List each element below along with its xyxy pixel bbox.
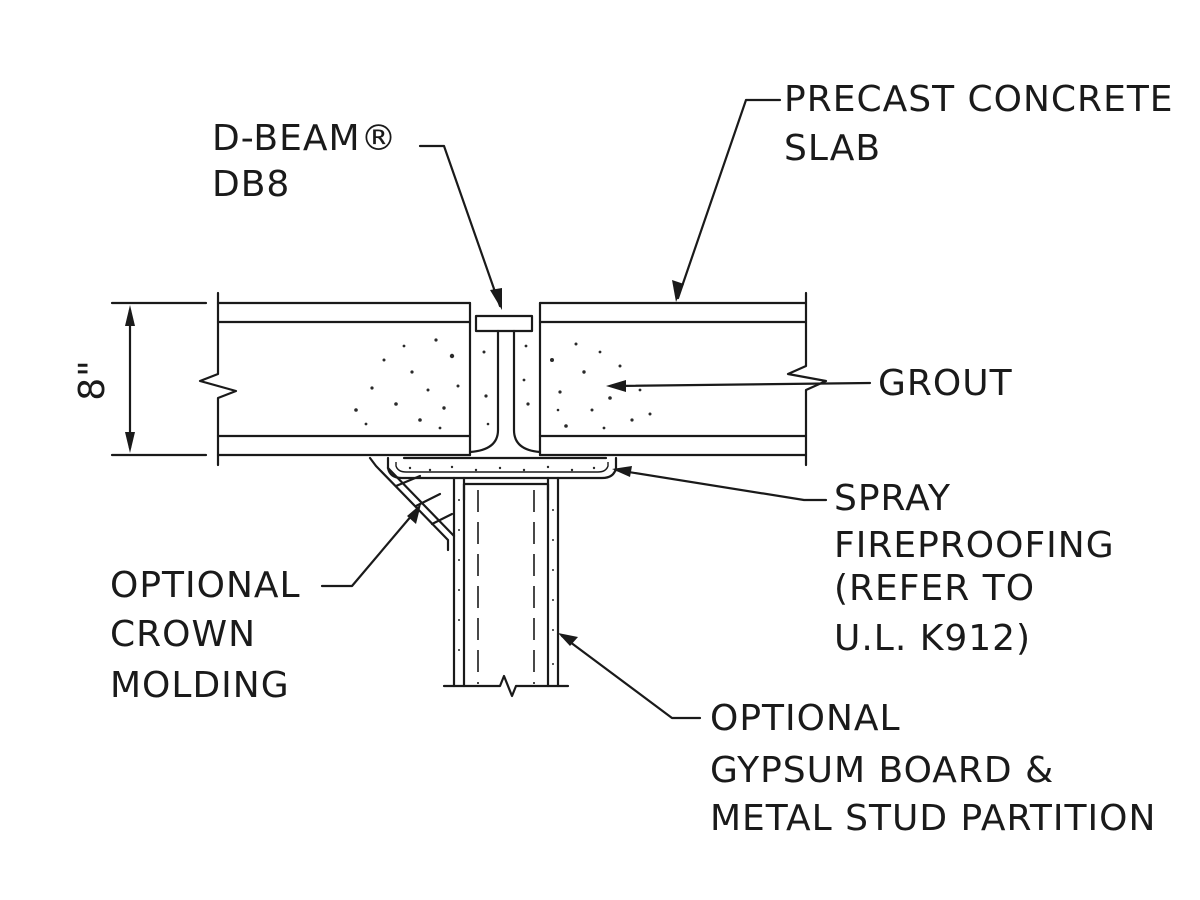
d-beam-section	[402, 301, 608, 460]
label-gypsum-2: GYPSUM BOARD &	[710, 750, 1054, 791]
label-precast-2: SLAB	[784, 128, 881, 169]
label-spray-1: SPRAY	[834, 478, 951, 519]
label-gypsum-3: METAL STUD PARTITION	[710, 798, 1156, 839]
crown-molding	[368, 456, 456, 552]
leader-crown	[320, 504, 421, 588]
label-crown-3: MOLDING	[110, 665, 290, 706]
leader-gypsum	[558, 633, 702, 720]
break-line-right	[786, 291, 828, 467]
label-spray-3: (REFER TO	[834, 568, 1035, 609]
stud-partition	[442, 476, 570, 698]
break-line-bottom	[442, 674, 570, 698]
leader-spray	[612, 466, 828, 502]
beam-web	[468, 329, 542, 454]
precast-slab-left	[198, 291, 472, 467]
label-spray-2: FIREPROOFING	[834, 525, 1115, 566]
spray-fireproofing	[386, 456, 618, 480]
beam-top-flange	[474, 314, 534, 333]
label-spray-4: U.L. K912)	[834, 618, 1031, 659]
label-crown-2: CROWN	[110, 614, 256, 655]
leader-precast	[672, 98, 782, 302]
dimension-text: 8"	[72, 359, 113, 400]
label-dbeam-1: D-BEAM®	[212, 118, 398, 159]
label-grout: GROUT	[878, 363, 1013, 404]
break-line-left	[198, 291, 238, 467]
label-dbeam-2: DB8	[212, 164, 290, 205]
leader-dbeam	[418, 144, 502, 310]
precast-slab-right	[538, 291, 828, 467]
leader-grout	[606, 380, 872, 392]
grout-aggregate	[354, 338, 652, 430]
label-crown-1: OPTIONAL	[110, 565, 301, 606]
label-gypsum-1: OPTIONAL	[710, 698, 901, 739]
label-precast-1: PRECAST CONCRETE	[784, 79, 1174, 120]
dimension-8in: 8"	[72, 301, 208, 457]
